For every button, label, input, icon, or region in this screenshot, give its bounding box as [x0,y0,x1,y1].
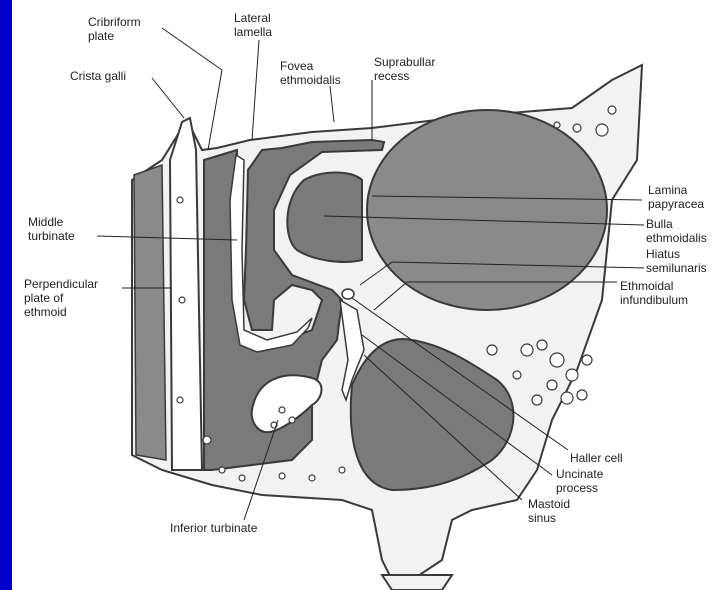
label-mastoid-line1: Mastoid [528,497,570,511]
perpendicular-plate [170,118,202,470]
label-mastoid-line2: sinus [528,511,556,525]
label-cribriform-line2: plate [88,29,114,43]
label-suprabullar-line2: recess [374,69,409,83]
label-hiatus-line1: Hiatus [646,247,680,261]
label-hiatus-line2: semilunaris [646,261,707,275]
label-crista-galli: Crista galli [70,69,126,83]
label-middle-turbinate-line1: Middle [28,215,64,229]
label-perpendicular-line3: ethmoid [24,305,67,319]
label-ethmoidal-line1: Ethmoidal [620,279,673,293]
label-lateral-lamella-line2: lamella [234,25,272,39]
diagram-canvas: Cribriform plate Lateral lamella Crista … [12,0,720,590]
label-uncinate-line1: Uncinate [556,467,604,481]
label-inferior-turbinate: Inferior turbinate [170,521,258,535]
left-nasal-cavity [134,165,166,460]
orbit-large-cell [367,110,607,310]
label-uncinate-line2: process [556,481,598,495]
label-lamina-line1: Lamina [648,183,688,197]
ethmoid-anatomy-diagram: Cribriform plate Lateral lamella Crista … [12,0,720,590]
label-haller-cell: Haller cell [570,451,623,465]
label-fovea-line2: ethmoidalis [280,73,341,87]
label-bulla-line2: ethmoidalis [646,231,707,245]
label-suprabullar-line1: Suprabullar [374,55,435,69]
label-ethmoidal-line2: infundibulum [620,293,688,307]
label-lamina-line2: papyracea [648,197,704,211]
label-bulla-line1: Bulla [646,217,673,231]
label-cribriform-line1: Cribriform [88,15,141,29]
bottom-stub [382,575,452,590]
label-perpendicular-line2: plate of [24,291,64,305]
label-fovea-line1: Fovea [280,59,314,73]
label-middle-turbinate-line2: turbinate [28,229,75,243]
haller-cell [342,289,354,299]
label-perpendicular-line1: Perpendicular [24,277,98,291]
label-lateral-lamella-line1: Lateral [234,11,271,25]
